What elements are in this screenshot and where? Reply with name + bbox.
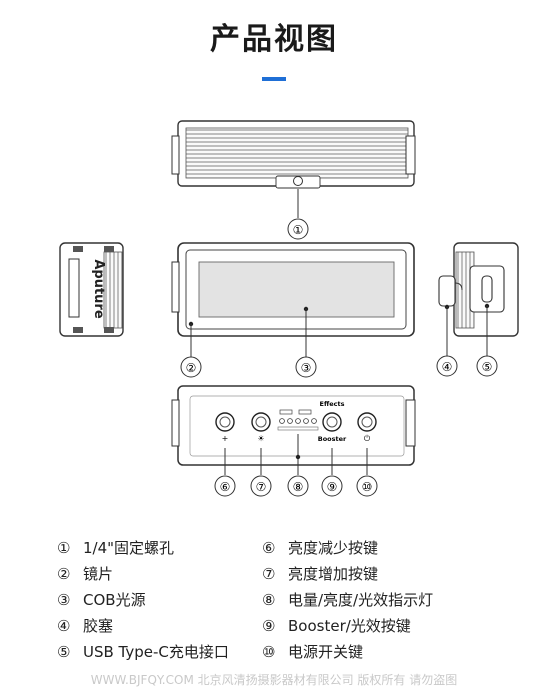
left-side-view: Aputure	[59, 242, 124, 337]
right-side-view	[438, 242, 519, 356]
svg-text:④: ④	[442, 360, 453, 374]
cob-light-source	[198, 261, 395, 318]
indicator-led	[311, 418, 317, 424]
watermark: WWW.BJFQY.COM 北京风清扬摄影器材有限公司 版权所有 请勿盗图	[90, 673, 458, 687]
callout-4: ④	[436, 355, 458, 377]
screw-hole-icon	[293, 176, 303, 186]
booster-label: Booster	[318, 435, 347, 443]
product-diagram: Aputure + ☀	[59, 120, 519, 497]
svg-text:⑥: ⑥	[220, 480, 231, 494]
rubber-plug	[438, 275, 456, 307]
svg-text:⑧: ⑧	[293, 480, 304, 494]
title-underline	[262, 77, 286, 81]
brightness-down-label: +	[222, 434, 229, 443]
top-view-right-clip	[405, 135, 416, 175]
brightness-up-label: ☀	[257, 434, 264, 443]
brand-logo: Aputure	[91, 259, 106, 319]
svg-text:③: ③	[301, 361, 312, 375]
callout-2: ②	[180, 356, 202, 378]
indicator-led	[295, 418, 301, 424]
top-view	[171, 120, 416, 218]
callout-10: ⑩	[356, 475, 378, 497]
usb-c-icon	[481, 275, 493, 303]
indicator-led	[303, 418, 309, 424]
power-icon: ⏻	[364, 434, 371, 443]
svg-text:①: ①	[293, 223, 304, 237]
callout-5: ⑤	[476, 355, 498, 377]
svg-text:⑩: ⑩	[362, 480, 373, 494]
callout-9: ⑨	[321, 475, 343, 497]
page-title: 产品视图	[210, 22, 338, 57]
heatsink-fins	[185, 127, 409, 179]
top-view-left-clip	[171, 135, 180, 175]
callout-3: ③	[295, 356, 317, 378]
callout-8: ⑧	[287, 475, 309, 497]
svg-text:⑤: ⑤	[482, 360, 493, 374]
svg-text:⑦: ⑦	[256, 480, 267, 494]
svg-text:⑨: ⑨	[327, 480, 338, 494]
effects-label: Effects	[320, 400, 345, 408]
front-view	[171, 242, 415, 357]
svg-text:②: ②	[186, 361, 197, 375]
indicator-led	[279, 418, 285, 424]
callout-1: ①	[287, 218, 309, 240]
indicator-led	[287, 418, 293, 424]
bottom-view: + ☀ Effects Booster ⏻	[171, 385, 416, 475]
bottom-view-body	[177, 385, 415, 466]
callout-7: ⑦	[250, 475, 272, 497]
callout-6: ⑥	[214, 475, 236, 497]
